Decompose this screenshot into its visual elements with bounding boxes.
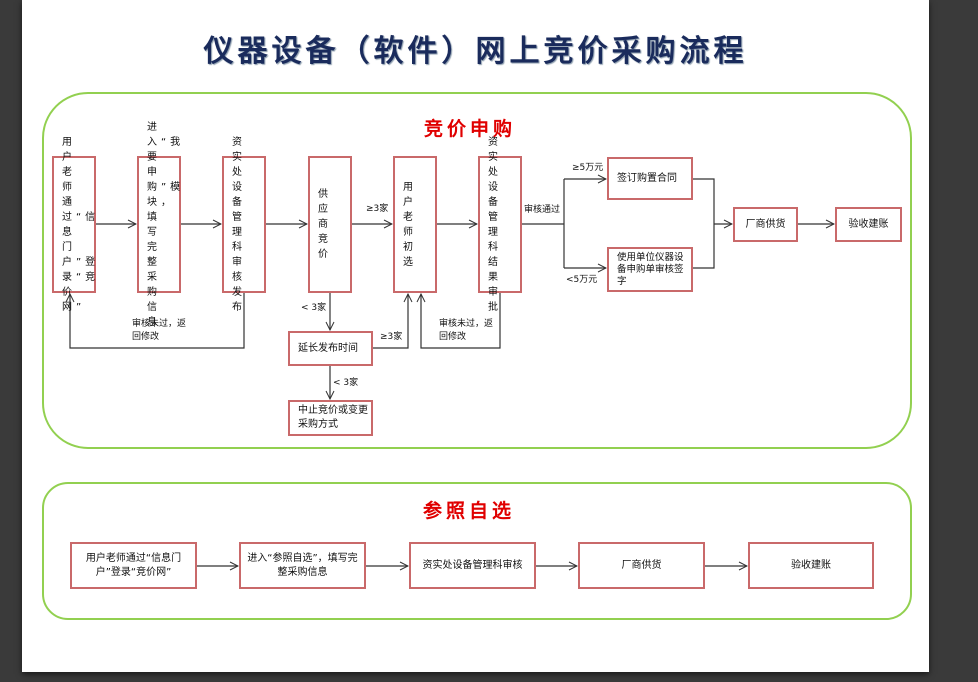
step-extend[interactable]: 延长发布时间: [288, 331, 373, 366]
ref-step-review[interactable]: 资实处设备管理科审核: [409, 542, 536, 589]
lt3-label-a: < 3家: [301, 303, 327, 313]
ref-step-review-text: 资实处设备管理科审核: [422, 559, 523, 571]
step-initial-select-text: 用户老师初选: [403, 181, 417, 268]
step-login-text: 用户老师通过“信息门户”登录“竞价网”: [62, 136, 100, 313]
step-accept-text: 验收建账: [848, 218, 889, 230]
step-stop[interactable]: 中止竞价或变更采购方式: [288, 400, 373, 436]
step-supplier-bid-text: 供应商竞价: [318, 189, 332, 260]
approved-label: 审核通过: [524, 205, 561, 215]
step-supply-text: 厂商供货: [745, 218, 786, 230]
bidding-panel-title: 竞价申购: [424, 118, 517, 140]
ref-step-login-text: 用户老师通过“信息门户”登录“竞价网”: [85, 552, 182, 578]
step-contract-text: 签订购置合同: [617, 172, 677, 184]
step-result-approve[interactable]: 资实处设备管理科结果审批: [478, 137, 522, 313]
reference-panel-title: 参照自选: [423, 500, 516, 522]
step-stop-text: 中止竞价或变更采购方式: [298, 405, 368, 430]
reject-label-1: 审核未过，返回修改: [132, 319, 187, 342]
ref-step-accept[interactable]: 验收建账: [748, 542, 874, 589]
reject-label-2: 审核未过，返回修改: [439, 319, 494, 342]
ge3-label-b: ≥3家: [380, 332, 403, 342]
reference-panel: [42, 482, 912, 620]
ge3-label-a: ≥3家: [366, 204, 389, 214]
step-accept[interactable]: 验收建账: [835, 207, 902, 242]
step-unit-sign[interactable]: 使用单位仪器设备申购单审核签字: [607, 247, 693, 292]
step-login[interactable]: 用户老师通过“信息门户”登录“竞价网”: [52, 137, 96, 313]
step-contract[interactable]: 签订购置合同: [607, 157, 693, 200]
step-supply[interactable]: 厂商供货: [733, 207, 798, 242]
step-supplier-bid[interactable]: 供应商竞价: [308, 156, 352, 293]
lt3-label-b: < 3家: [333, 378, 359, 388]
step-result-approve-text: 资实处设备管理科结果审批: [488, 136, 502, 313]
bidding-panel: [42, 92, 912, 449]
ge5-label: ≥5万元: [572, 163, 604, 173]
step-fill-purchase-text: 进入“我要申购”模块，填写完整采购信息: [147, 121, 185, 328]
step-fill-purchase[interactable]: 进入“我要申购”模块，填写完整采购信息: [137, 122, 181, 328]
step-review-publish-text: 资实处设备管理科审核发布: [232, 136, 246, 313]
ref-step-accept-text: 验收建账: [791, 559, 831, 571]
step-extend-text: 延长发布时间: [298, 342, 358, 354]
page-title: 仪器设备（软件）网上竞价采购流程: [203, 34, 748, 69]
lt5-label: <5万元: [566, 275, 598, 285]
ref-step-fill-text: 进入“参照自选”，填写完整采购信息: [247, 552, 358, 578]
ref-step-supply[interactable]: 厂商供货: [578, 542, 705, 589]
ref-step-supply-text: 厂商供货: [621, 559, 662, 571]
ref-step-login[interactable]: 用户老师通过“信息门户”登录“竞价网”: [70, 542, 197, 589]
step-review-publish[interactable]: 资实处设备管理科审核发布: [222, 137, 266, 313]
step-unit-sign-text: 使用单位仪器设备申购单审核签字: [617, 251, 684, 287]
ref-step-fill[interactable]: 进入“参照自选”，填写完整采购信息: [239, 542, 366, 589]
step-initial-select[interactable]: 用户老师初选: [393, 156, 437, 293]
